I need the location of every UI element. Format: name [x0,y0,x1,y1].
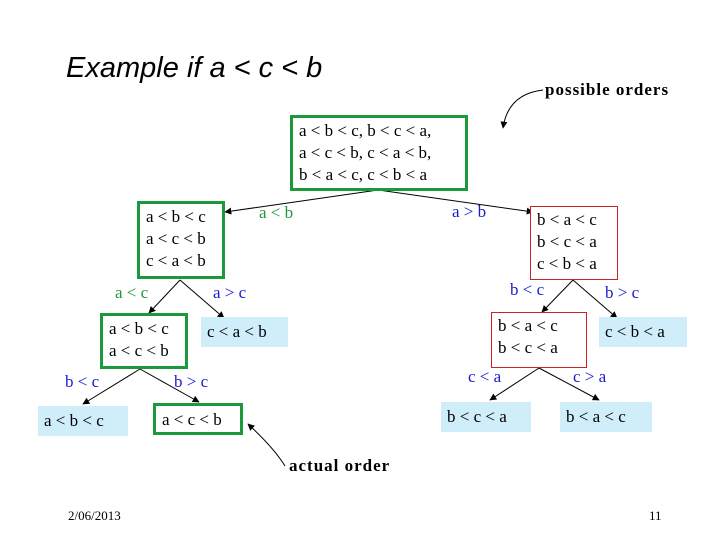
right-low-node: b < a < c b < c < a [491,312,587,368]
left-mid-node: a < b < c a < c < b c < a < b [137,201,225,279]
footer-date: 2/06/2013 [68,508,121,523]
edge-rl-left [489,367,540,401]
edge-label-lm-left: a < c [115,283,149,302]
right-mid-line-3: c < b < a [537,254,597,273]
arrow-actual-order [247,423,286,467]
leaf-a-b-c: a < b < c [38,406,128,436]
root-line-1: a < b < c, b < c < a, [299,121,432,140]
actual-order-note: actual order [289,456,391,475]
right-mid-line-2: b < c < a [537,232,597,251]
left-mid-line-3: c < a < b [146,251,206,270]
right-low-line-1: b < a < c [498,316,558,335]
edge-label-rl-left: c < a [468,367,502,386]
leaf-b-a-c: b < a < c [560,402,652,432]
edge-rm-right [572,279,618,319]
root-line-3: b < a < c, c < b < a [299,165,428,184]
root-node: a < b < c, b < c < a, a < c < b, c < a <… [290,115,468,191]
edge-label-root-left: a < b [259,203,294,222]
edge-label-rm-right: b > c [605,283,640,302]
left-low-line-1: a < b < c [109,319,169,338]
edge-rm-left [541,279,574,313]
arrow-possible-orders [500,89,544,129]
leaf-b-c-a: b < c < a [441,402,531,432]
edge-lm-left [148,279,181,314]
edge-label-rl-right: c > a [573,367,607,386]
edge-rl-right [538,367,600,401]
root-line-2: a < c < b, c < a < b, [299,143,432,162]
edge-ll-right [139,368,200,403]
right-mid-node: b < a < c b < c < a c < b < a [530,206,618,280]
edge-lm-right [179,279,225,319]
edge-label-root-right: a > b [452,202,487,221]
slide-title: Example if a < c < b [66,52,323,84]
left-low-line-2: a < c < b [109,341,169,360]
leaf-a-c-b-actual: a < c < b [153,403,243,435]
edge-label-ll-right: b > c [174,372,209,391]
footer-page-number: 11 [649,508,662,523]
edge-label-rm-left: b < c [510,280,545,299]
possible-orders-note: possible orders [545,80,670,99]
edge-label-lm-right: a > c [213,283,247,302]
left-low-node: a < b < c a < c < b [100,313,188,369]
left-mid-line-1: a < b < c [146,207,206,226]
leaf-c-b-a: c < b < a [599,317,687,347]
leaf-c-a-b: c < a < b [201,317,288,347]
edge-root-right [377,189,534,215]
left-mid-line-2: a < c < b [146,229,206,248]
edge-ll-left [82,368,141,405]
right-mid-line-1: b < a < c [537,210,597,229]
edge-root-left [224,189,379,215]
edge-label-ll-left: b < c [65,372,100,391]
right-low-line-2: b < c < a [498,338,558,357]
